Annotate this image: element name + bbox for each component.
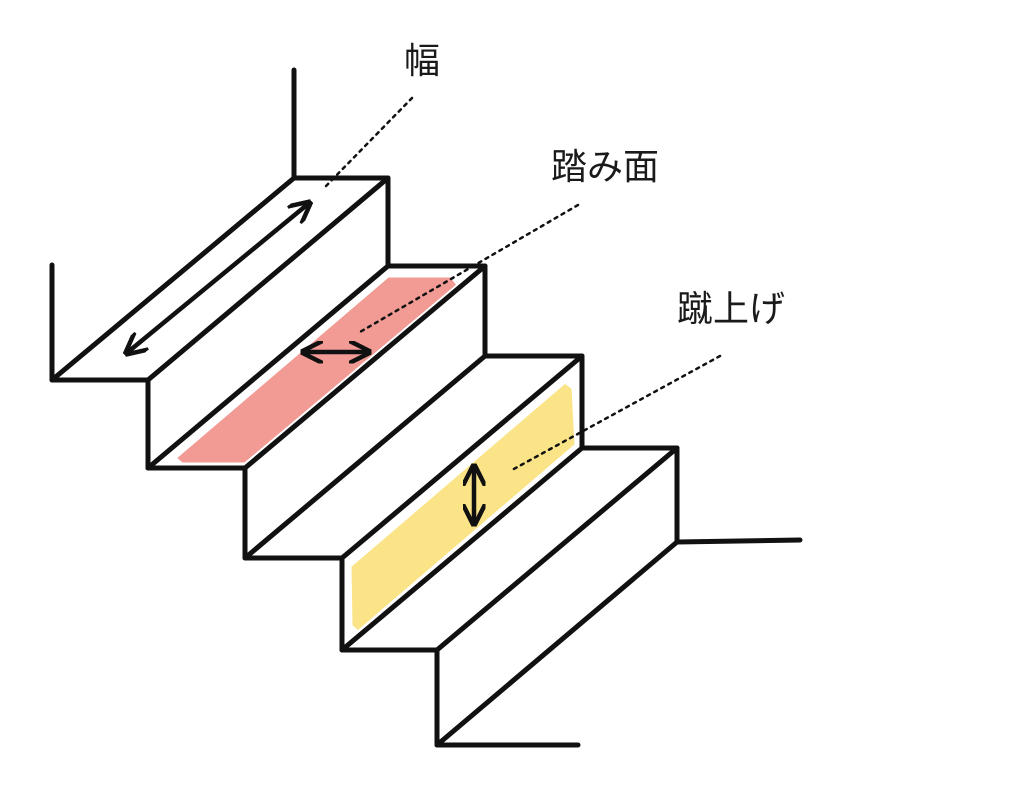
width-arrow-icon [128, 204, 308, 352]
tread-leader-line [358, 203, 580, 334]
step-4-riser [434, 445, 680, 748]
step-3-riser [339, 353, 585, 653]
step-3-tread [242, 353, 585, 561]
step-2-riser [242, 263, 488, 561]
step-4-tread [339, 445, 680, 653]
riser-highlight [348, 380, 578, 634]
tread-highlight [173, 274, 460, 466]
width-leader-line [324, 96, 414, 188]
step-2-tread [145, 263, 488, 471]
riser-leader-line [510, 354, 722, 472]
width-label: 幅 [404, 41, 441, 82]
tread-label: 踏み面 [551, 147, 660, 188]
floor-upper [674, 537, 803, 545]
step-1-riser [145, 175, 391, 471]
riser-label: 蹴上げ [677, 289, 786, 330]
